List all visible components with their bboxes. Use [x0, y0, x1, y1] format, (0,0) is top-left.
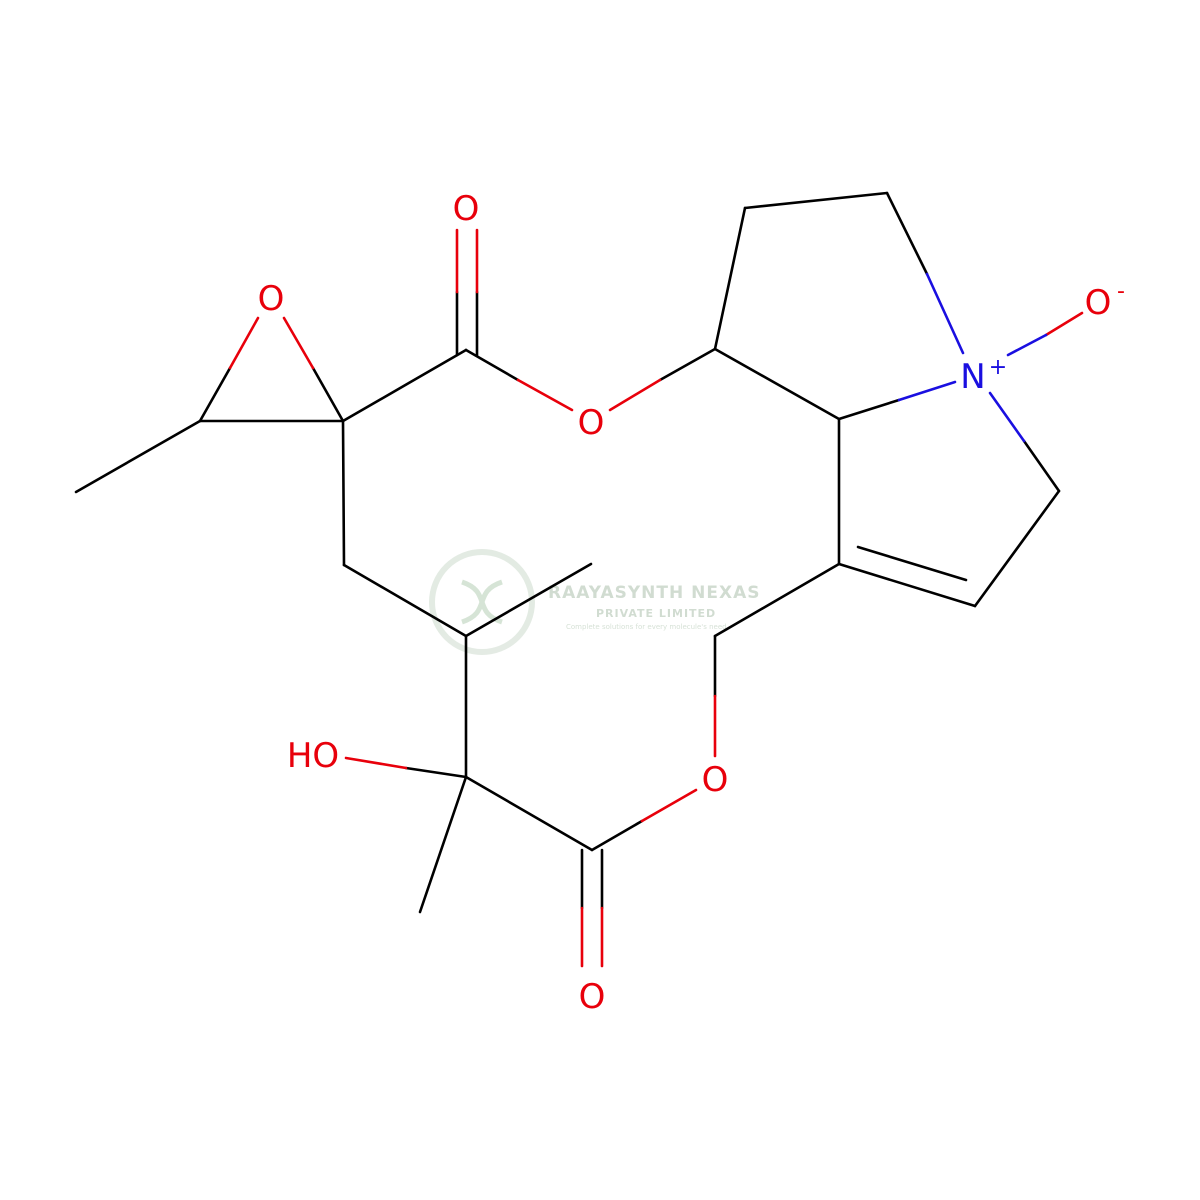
bond-oester-c7: [658, 347, 717, 382]
atom-o-minus: O: [1085, 283, 1112, 323]
bond-epoxide-c2-o: [311, 366, 345, 423]
bond-ring-n-c3-blue: [988, 391, 1026, 443]
watermark-subtitle: PRIVATE LIMITED: [596, 607, 716, 620]
bond-epoxide-c1-o: [198, 366, 232, 423]
bond-ch2-ch: [342, 563, 468, 638]
bond-epoxide-o-left: [228, 316, 260, 370]
bond-ring-c8-n-blue: [897, 380, 957, 402]
bond-cquat-carbonyl: [464, 775, 594, 852]
atom-o-ketone-top: O: [453, 189, 480, 229]
atom-labels: O O O N + O - HO O O: [258, 189, 1125, 1017]
bond-n-ominus-blue: [1006, 333, 1048, 357]
bond-ring-n-c3: [1022, 439, 1061, 493]
watermark-logo-icon: [429, 549, 535, 655]
bond-carbonyl-o-lower: [590, 819, 644, 852]
bond-oester-lower-red: [640, 788, 698, 823]
bond-epoxide-o-right: [282, 316, 315, 370]
bond-cquat-methyl: [418, 775, 468, 914]
bond-ring-c1-c2: [837, 562, 977, 608]
bond-ch-methyl: [464, 562, 593, 638]
bond-methyl-epoxide: [74, 419, 202, 494]
bond-ring-c8-n: [837, 398, 901, 421]
watermark-company: RAAYASYNTH NEXAS: [548, 583, 761, 603]
bond-ring-c1-c2-double: [856, 545, 968, 582]
atom-hydroxyl: HO: [287, 736, 339, 776]
bond-hydroxyl-red: [344, 756, 408, 770]
bond-spiro-ch2: [341, 419, 346, 567]
bond-ring-c7-c6: [713, 206, 747, 351]
bond-ring-c6-c5: [743, 191, 889, 210]
bond-ring-c7-c8: [713, 347, 841, 421]
bond-ring-c5-n-blue: [925, 272, 965, 355]
bond-n-ominus-red: [1044, 311, 1084, 337]
watermark-tagline: Complete solutions for every molecule's …: [566, 623, 727, 631]
atom-o-minus-charge: -: [1117, 279, 1125, 304]
bond-c1-ch2: [713, 562, 841, 638]
watermark-helix-icon: [461, 579, 503, 625]
atom-o-ester-lower: O: [702, 760, 729, 800]
bond-spiro-carbonyl: [341, 348, 468, 423]
atom-o-ester-upper: O: [578, 403, 605, 443]
carbon-bonds: [74, 191, 1061, 914]
atom-o-epoxide: O: [258, 279, 285, 319]
atom-n-charge: +: [989, 355, 1007, 380]
nitrogen-bonds: [897, 272, 1048, 443]
atom-n-plus: N: [960, 357, 985, 397]
watermark: RAAYASYNTH NEXAS PRIVATE LIMITED Complet…: [429, 549, 761, 655]
oxygen-bonds: [228, 228, 1084, 968]
bond-oester-upper-right: [608, 378, 662, 412]
bond-carbonyl-o-upper: [464, 348, 520, 382]
bond-oester-upper-left: [516, 378, 574, 412]
atom-o-ketone-bottom: O: [579, 977, 606, 1017]
bond-hydroxyl-c: [404, 766, 468, 779]
bond-ring-c3-c2: [973, 489, 1061, 608]
bond-ring-c5-n: [885, 191, 929, 276]
